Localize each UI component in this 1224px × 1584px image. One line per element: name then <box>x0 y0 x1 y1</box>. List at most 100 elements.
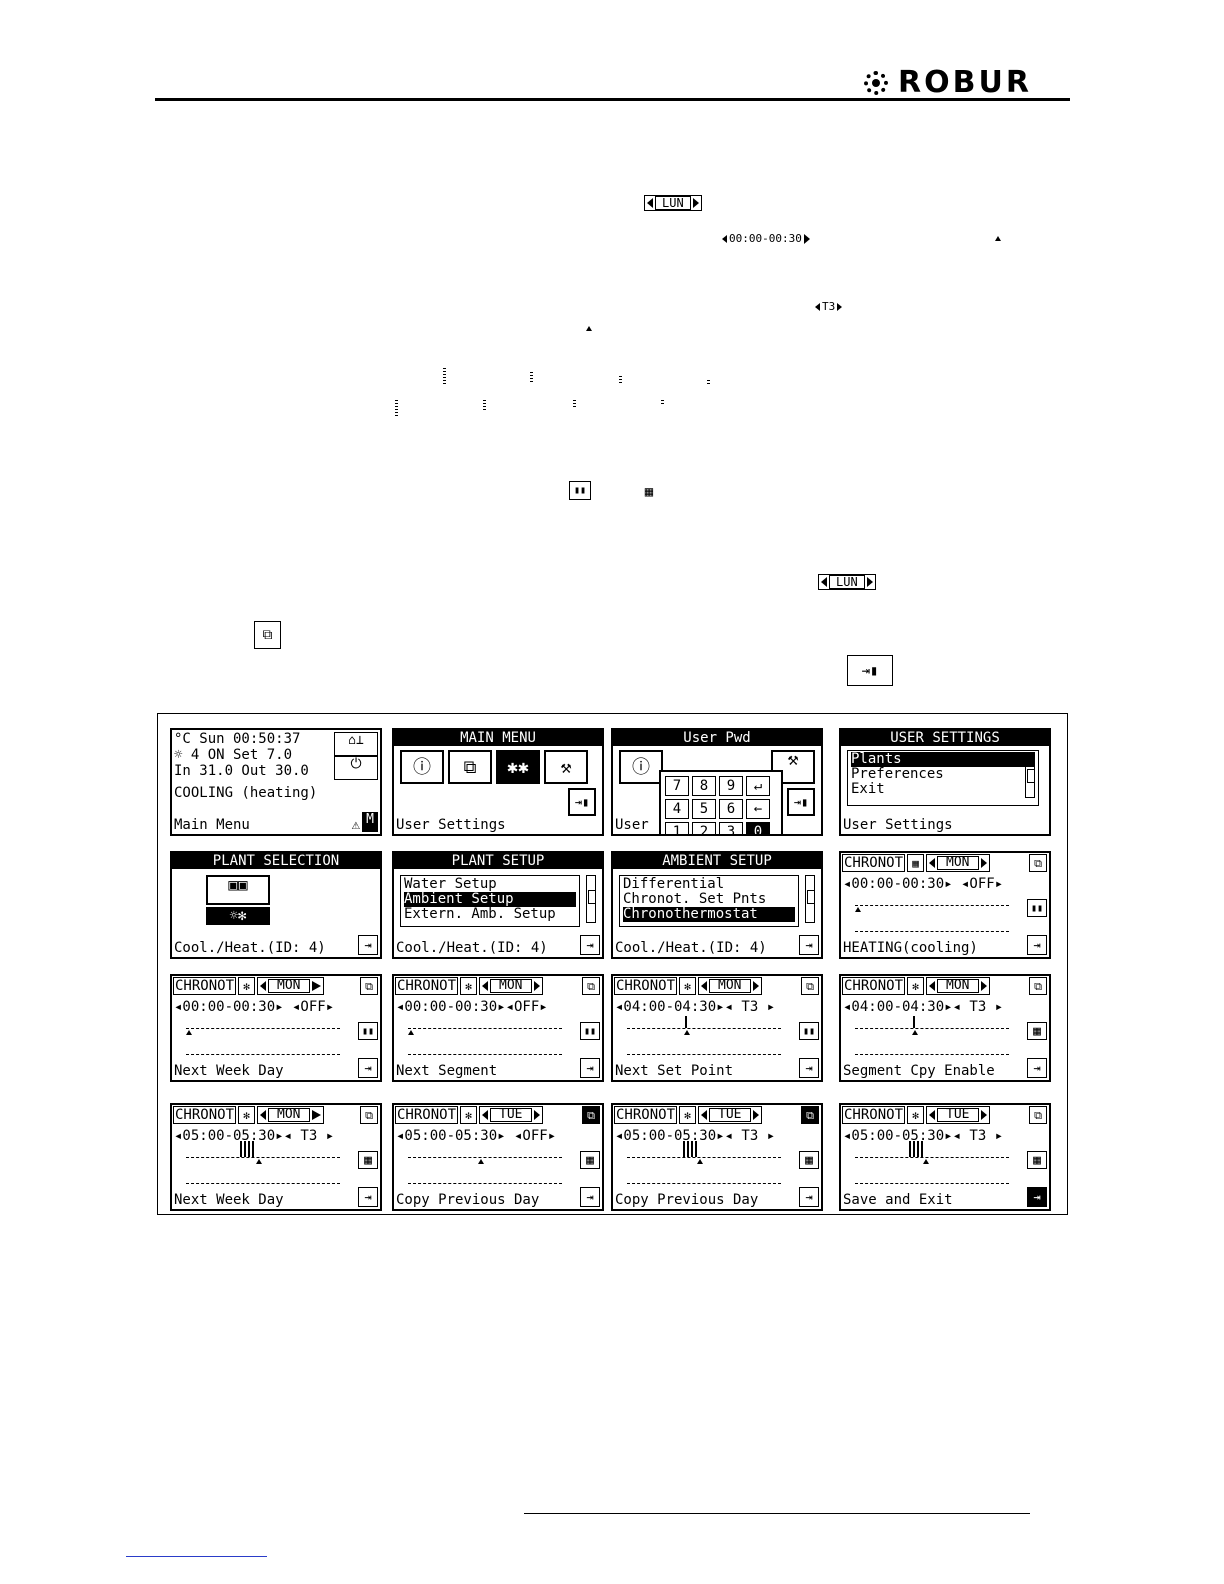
snowflake-icon: ✻ <box>679 977 697 995</box>
timeline-bottom <box>186 1183 340 1184</box>
power-icon: ⏻ <box>334 756 378 780</box>
level-bar <box>240 1141 254 1157</box>
wrench-icon: ⚒ <box>771 750 815 784</box>
chrono-screen-8: CHRONOT ✻ TUE ⧉ ◂05:00-05:30▸◂ T3 ▸ ▦ ⇥ … <box>611 1103 823 1211</box>
day-selector-icon: LUN <box>644 195 702 211</box>
key-7[interactable]: 7 <box>665 776 689 796</box>
key-back[interactable]: ← <box>746 799 770 819</box>
snowflake-icon: ✻ <box>907 1106 925 1124</box>
copy-day-icon: ⧉ <box>582 1106 600 1124</box>
cursor-arrow-icon <box>697 1159 703 1164</box>
key-0[interactable]: 0 <box>746 822 770 834</box>
timeline <box>408 1157 562 1158</box>
timeline-bottom <box>855 1054 1009 1055</box>
chrono-screen-2: CHRONOT ✻ MON ⧉ ◂00:00-00:30▸ ◂OFF▸ ▮▮ ⇥… <box>170 974 382 1082</box>
chrono-screen-4: CHRONOT ✻ MON ⧉ ◂04:00-04:30▸◂ T3 ▸ ▮▮ ⇥… <box>611 974 823 1082</box>
timeline <box>186 1157 340 1158</box>
day-label: MON <box>490 979 532 993</box>
key-3[interactable]: 3 <box>719 822 743 834</box>
level-t4-cursor-icon <box>395 400 398 416</box>
footer-label: Cool./Heat.(ID: 4) <box>396 940 548 956</box>
key-5[interactable]: 5 <box>692 799 716 819</box>
scrollbar[interactable] <box>805 875 815 923</box>
chrono-label: CHRONOT <box>173 1106 237 1124</box>
timeline <box>855 905 1009 906</box>
wrench-icon: ⚒ <box>544 750 588 784</box>
chrono-label: CHRONOT <box>173 977 237 995</box>
snowflake-icon: ✻ <box>679 1106 697 1124</box>
copy-day-icon: ⧉ <box>360 1106 378 1124</box>
segment-copy-enabled-icon: ▦ <box>1027 1151 1047 1169</box>
cursor-arrow-icon <box>186 1030 192 1035</box>
snowflake-icon: ✻ <box>907 977 925 995</box>
list-item-differential[interactable]: Differential <box>623 876 725 892</box>
scrollbar[interactable] <box>1025 754 1035 798</box>
list-item-extern-amb-setup[interactable]: Extern. Amb. Setup <box>404 906 556 922</box>
snowflake-icon: ✻ <box>460 977 478 995</box>
list-item-preferences[interactable]: Preferences <box>851 766 944 782</box>
segment-line: ◂00:00-00:30▸ ◂OFF▸ <box>174 999 335 1015</box>
info-icon: ⓘ <box>400 750 444 784</box>
exit-icon: ⇥ <box>799 935 819 955</box>
segment-line: ◂04:00-04:30▸◂ T3 ▸ <box>615 999 776 1015</box>
day-label: MON <box>709 979 751 993</box>
home-icon: ⌂⊥ <box>334 732 378 756</box>
key-1[interactable]: 1 <box>665 822 689 834</box>
cursor-arrow-icon <box>478 1159 484 1164</box>
list-item-chronothermostat[interactable]: Chronothermostat <box>623 907 795 922</box>
list-item-ambient-setup[interactable]: Ambient Setup <box>404 892 576 907</box>
key-9[interactable]: 9 <box>719 776 743 796</box>
plants-icon: ⧉ <box>448 750 492 784</box>
exit-icon: ⇥ <box>580 935 600 955</box>
key-6[interactable]: 6 <box>719 799 743 819</box>
key-8[interactable]: 8 <box>692 776 716 796</box>
status-line: ☼ 4 ON Set 7.0 <box>174 747 293 763</box>
clock-line: °C Sun 00:50:37 <box>174 731 301 747</box>
heat-cool-icon: ☼✻ <box>206 907 270 925</box>
segment-copy-disabled-icon: ▮▮ <box>358 1022 378 1040</box>
level-t2-cursor-icon <box>573 400 576 408</box>
list-item-exit[interactable]: Exit <box>851 781 885 797</box>
copy-day-icon: ⧉ <box>1029 1106 1047 1124</box>
plant-units-icon: ▣▣ <box>206 875 270 905</box>
chrono-label: CHRONOT <box>842 1106 906 1124</box>
scrollbar[interactable] <box>586 875 596 923</box>
list-item-water-setup[interactable]: Water Setup <box>404 876 497 892</box>
settings-icon: ✱✱ <box>496 750 540 784</box>
segment-copy-disabled-icon: ▮▮ <box>569 481 591 500</box>
timeline-bottom <box>408 1054 562 1055</box>
list-item-plants[interactable]: Plants <box>851 752 1035 767</box>
level-t2-icon <box>619 376 622 384</box>
level-bar <box>685 1016 688 1028</box>
exit-icon: ⇥ <box>580 1058 600 1078</box>
user-settings-screen: USER SETTINGS Plants Preferences Exit Us… <box>839 728 1051 836</box>
mode-line: COOLING (heating) <box>174 785 318 801</box>
key-enter[interactable]: ↵ <box>746 776 770 796</box>
exit-icon: ⇥▮ <box>847 655 893 686</box>
timeline <box>855 1028 1009 1029</box>
timeline <box>408 1028 562 1029</box>
chrono-screen-1: CHRONOT ▦ MON ⧉ ◂00:00-00:30▸ ◂OFF▸ ▮▮ ⇥… <box>839 851 1051 959</box>
robur-logo: ROBUR <box>862 65 1072 100</box>
plant-selection-screen: PLANT SELECTION ▣▣ ☼✻ ⇥ Cool./Heat.(ID: … <box>170 851 382 959</box>
screen-header: USER SETTINGS <box>841 730 1049 746</box>
chrono-label: CHRONOT <box>395 1106 459 1124</box>
cursor-arrow-icon <box>995 236 1001 241</box>
level-t1-icon <box>707 380 710 384</box>
list-item-chronot-set-pnts[interactable]: Chronot. Set Pnts <box>623 891 767 907</box>
footer-label: Next Set Point <box>615 1063 734 1079</box>
exit-icon: ⇥ <box>358 1187 378 1207</box>
segment-line: ◂05:00-05:30▸◂ T3 ▸ <box>174 1128 335 1144</box>
chrono-label: CHRONOT <box>842 854 906 872</box>
footer-label: Cool./Heat.(ID: 4) <box>174 940 326 956</box>
timeline <box>627 1157 781 1158</box>
segment-line: ◂00:00-00:30▸◂OFF▸ <box>396 999 548 1015</box>
key-2[interactable]: 2 <box>692 822 716 834</box>
key-4[interactable]: 4 <box>665 799 689 819</box>
screen-header: PLANT SETUP <box>394 853 602 869</box>
copy-day-icon: ⧉ <box>801 977 819 995</box>
exit-icon: ⇥ <box>1027 1058 1047 1078</box>
segment-copy-disabled-icon: ▮▮ <box>799 1022 819 1040</box>
day-label: MON <box>937 856 979 870</box>
ambient-setup-screen: AMBIENT SETUP Differential Chronot. Set … <box>611 851 823 959</box>
